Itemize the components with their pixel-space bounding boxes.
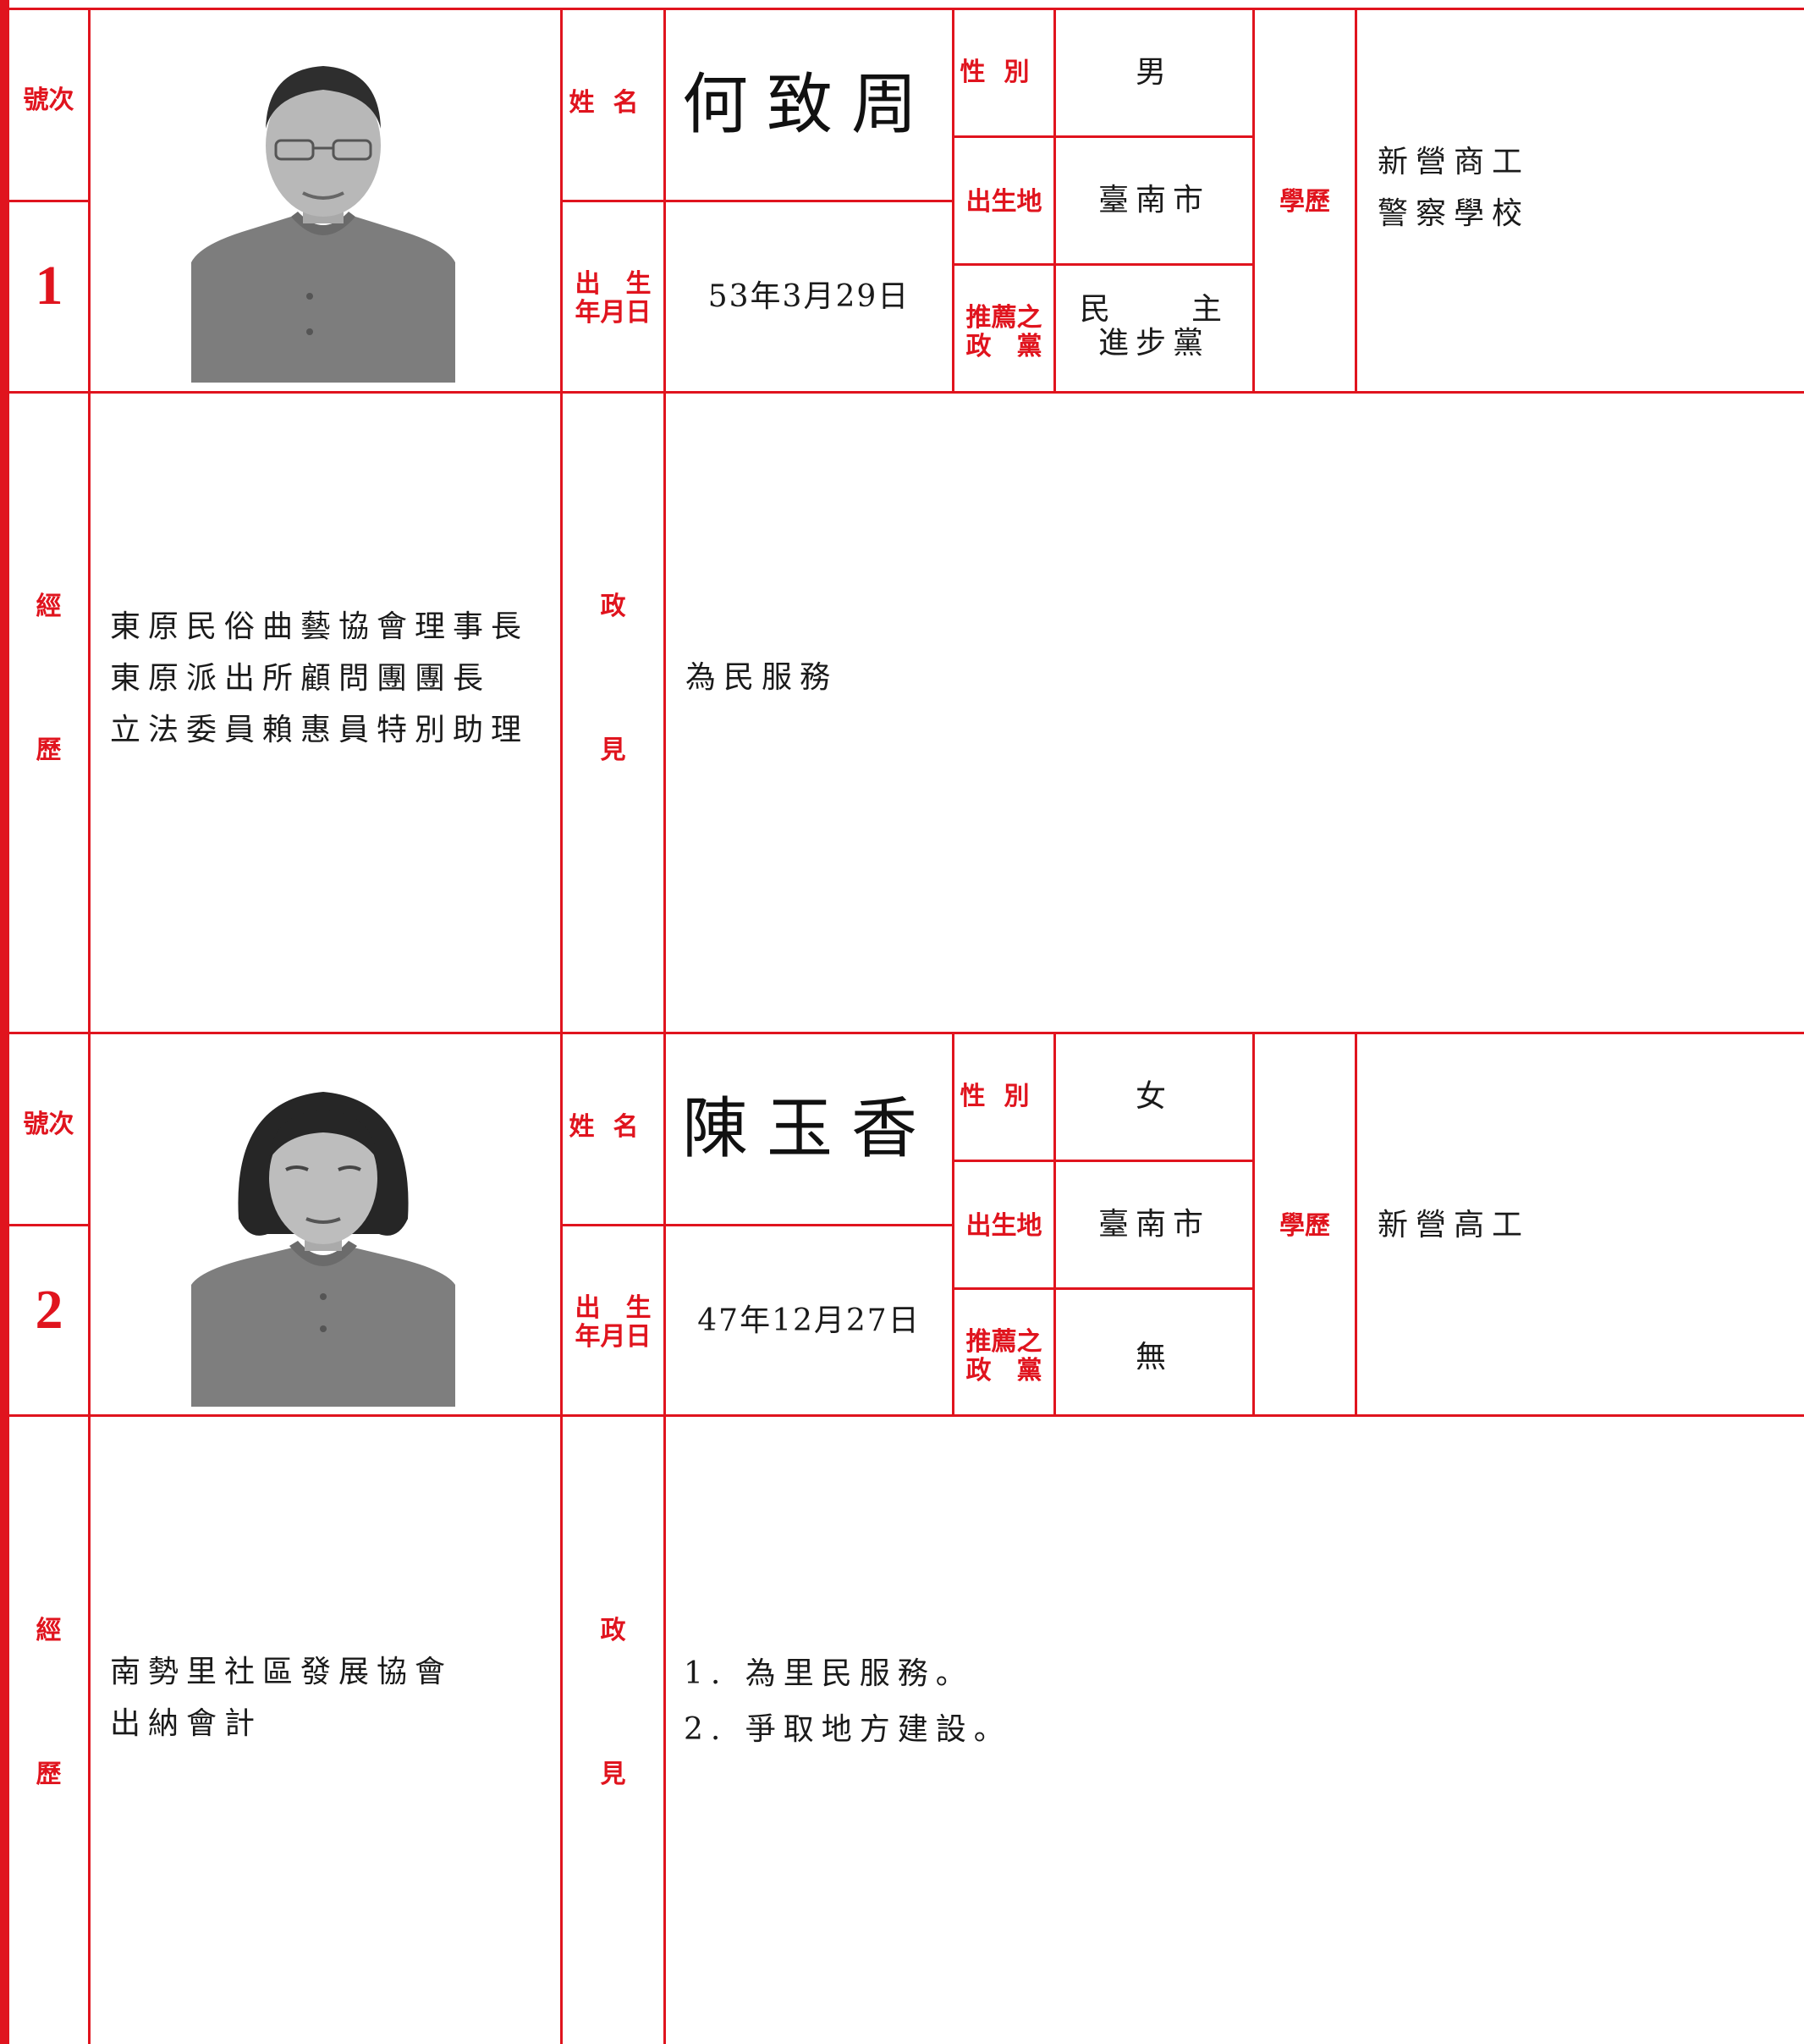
number-label: 號次 [23, 85, 74, 115]
experience-label-1: 經 [36, 592, 62, 621]
birthdate-value: 53年3月29日 [707, 279, 910, 314]
rule [88, 1032, 91, 2044]
candidate-photo [191, 1075, 455, 1407]
gender-value: 男 [1135, 55, 1173, 90]
rule [952, 1032, 954, 1417]
rule [560, 1032, 563, 2044]
platform-label-1: 政 [600, 1616, 626, 1645]
rule [0, 1032, 1804, 1034]
experience-label-2: 歷 [36, 1760, 62, 1789]
rule [663, 1032, 666, 2044]
experience-label-2: 歷 [36, 736, 62, 765]
rule [1053, 1032, 1056, 1417]
candidate-number: 2 [35, 1279, 63, 1341]
name-label: 姓名 [569, 88, 657, 118]
candidate-number: 1 [35, 255, 63, 317]
rule [1053, 8, 1056, 393]
rule [953, 263, 1254, 266]
education-list: 新營高工 [1378, 1208, 1531, 1242]
education-label: 學歷 [1279, 187, 1330, 217]
rule [1252, 8, 1255, 393]
rule [1252, 1032, 1255, 1417]
gender-label: 性別 [960, 1082, 1048, 1111]
party-label: 推薦之政 黨 [965, 303, 1042, 361]
gender-value: 女 [1135, 1079, 1173, 1114]
rule [0, 1414, 1804, 1417]
rule [952, 8, 954, 393]
candidate-photo [191, 51, 455, 383]
birthplace-value: 臺南市 [1097, 183, 1210, 218]
platform-label-2: 見 [600, 1760, 626, 1789]
rule [1355, 1032, 1357, 1417]
birthplace-value: 臺南市 [1097, 1207, 1210, 1242]
rule [561, 1224, 954, 1226]
party-label: 推薦之政 黨 [965, 1327, 1042, 1386]
birthdate-value: 47年12月27日 [697, 1303, 921, 1338]
rule [953, 135, 1254, 138]
rule [0, 8, 1804, 10]
rule [0, 1224, 91, 1226]
education-label: 學歷 [1279, 1211, 1330, 1241]
birthplace-label: 出生地 [965, 1211, 1042, 1241]
experience-label-1: 經 [36, 1616, 62, 1645]
rule [1355, 8, 1357, 393]
rule [953, 1160, 1254, 1162]
rule [953, 1287, 1254, 1290]
left-border [0, 0, 9, 2044]
number-label: 號次 [23, 1110, 74, 1139]
platform-list: 為民服務 [685, 660, 839, 695]
candidate-name: 陳玉香 [681, 1091, 936, 1167]
birthdate-label: 出 生年月日 [575, 1293, 652, 1352]
platform-label-1: 政 [600, 592, 626, 621]
name-label: 姓名 [569, 1112, 657, 1142]
platform-list: 1. 為里民服務。2. 爭取地方建設。 [684, 1656, 1012, 1747]
experience-list: 東原民俗曲藝協會理事長東原派出所顧問團團長立法委員賴惠員特別助理 [110, 609, 530, 747]
rule [663, 8, 666, 1033]
candidate-name: 何致周 [681, 67, 936, 143]
rule [0, 200, 91, 202]
education-list: 新營商工警察學校 [1378, 145, 1531, 231]
birthplace-label: 出生地 [965, 187, 1042, 217]
party-value: 民 主進步黨 [1079, 292, 1229, 361]
rule [0, 391, 1804, 394]
rule [561, 200, 954, 202]
rule [560, 8, 563, 1033]
party-value: 無 [1135, 1340, 1173, 1375]
rule [88, 8, 91, 1033]
experience-list: 南勢里社區發展協會出納會計 [110, 1655, 454, 1741]
platform-label-2: 見 [600, 736, 626, 765]
gender-label: 性別 [960, 58, 1048, 87]
birthdate-label: 出 生年月日 [575, 269, 652, 328]
